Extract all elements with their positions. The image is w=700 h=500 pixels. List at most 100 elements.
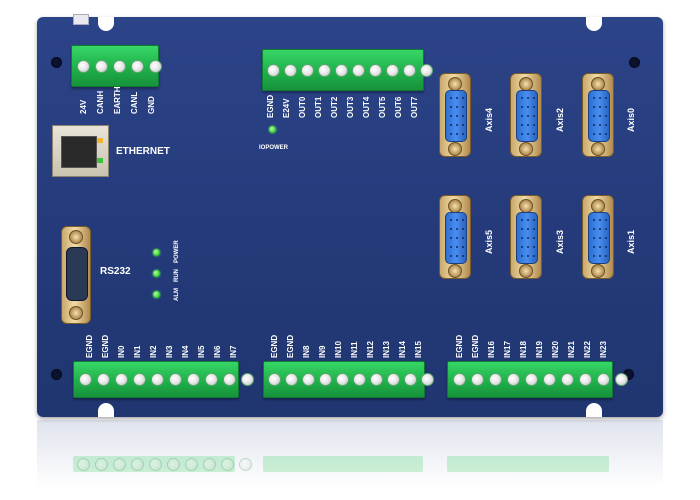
screw bbox=[95, 457, 108, 471]
pin-hole bbox=[462, 246, 464, 248]
screw bbox=[336, 373, 349, 386]
rs232-label: RS232 bbox=[100, 266, 131, 277]
screw bbox=[335, 63, 348, 77]
pin-hole bbox=[593, 237, 595, 239]
screw bbox=[187, 373, 200, 386]
axis0-connector[interactable] bbox=[582, 73, 614, 157]
pin-hole bbox=[533, 219, 535, 221]
screw bbox=[561, 373, 574, 386]
pin-hole bbox=[599, 219, 601, 221]
ethernet-port[interactable] bbox=[52, 125, 109, 177]
screw bbox=[471, 373, 484, 386]
pin-hole bbox=[599, 228, 601, 230]
in3-label-egnd-b: EGND bbox=[471, 334, 480, 358]
screw bbox=[268, 373, 281, 386]
screw bbox=[448, 77, 462, 91]
screw bbox=[149, 59, 162, 73]
in3-label-in20: IN20 bbox=[551, 341, 560, 358]
input-terminal-block-1[interactable] bbox=[73, 361, 254, 398]
pin-hole bbox=[599, 115, 601, 117]
in1-label-in6: IN6 bbox=[213, 345, 222, 358]
screw bbox=[223, 373, 236, 386]
screw bbox=[284, 63, 297, 77]
screw bbox=[591, 142, 605, 156]
screw bbox=[131, 457, 144, 471]
pin-hole bbox=[521, 115, 523, 117]
axis4-connector[interactable] bbox=[439, 73, 471, 157]
axis4-socket bbox=[445, 90, 467, 142]
in2-label-in11: IN11 bbox=[350, 341, 359, 358]
mount-hole bbox=[51, 369, 62, 380]
input-terminal-block-2[interactable] bbox=[263, 361, 434, 398]
screw bbox=[131, 59, 144, 73]
axis3-label: Axis3 bbox=[555, 229, 565, 254]
screw bbox=[113, 59, 126, 73]
pin-hole bbox=[599, 124, 601, 126]
screw bbox=[95, 59, 108, 73]
axis2-socket bbox=[516, 90, 538, 142]
screw bbox=[318, 63, 331, 77]
input-terminal-block-3[interactable] bbox=[447, 361, 628, 398]
in3-label-in23: IN23 bbox=[599, 341, 608, 358]
axis1-connector[interactable] bbox=[582, 195, 614, 279]
mount-hole bbox=[623, 369, 634, 380]
screw bbox=[185, 457, 198, 471]
iopower-led bbox=[269, 126, 276, 133]
axis3-connector[interactable] bbox=[510, 195, 542, 279]
in1-label-egnd-b: EGND bbox=[101, 334, 110, 358]
output-label-out7: OUT7 bbox=[410, 96, 419, 118]
pin-hole bbox=[533, 255, 535, 257]
pin-hole bbox=[462, 228, 464, 230]
output-label-out0: OUT0 bbox=[298, 96, 307, 118]
mount-hole bbox=[51, 57, 62, 68]
screw bbox=[353, 373, 366, 386]
screw bbox=[615, 373, 628, 386]
screw bbox=[285, 373, 298, 386]
pin-hole bbox=[462, 133, 464, 135]
pin-hole bbox=[605, 219, 607, 221]
screw bbox=[591, 199, 605, 213]
axis3-socket bbox=[516, 212, 538, 264]
ethernet-link-led bbox=[97, 138, 103, 143]
screw bbox=[149, 457, 162, 471]
pin-hole bbox=[456, 97, 458, 99]
pin-hole bbox=[533, 133, 535, 135]
power-label-canl: CANL bbox=[130, 91, 139, 114]
mount-ear bbox=[98, 17, 114, 31]
screw bbox=[453, 373, 466, 386]
axis5-connector[interactable] bbox=[439, 195, 471, 279]
in2-label-egnd-b: EGND bbox=[286, 334, 295, 358]
output-label-egnd: EGND bbox=[266, 94, 275, 118]
rs232-port[interactable] bbox=[61, 226, 91, 324]
pin-hole bbox=[527, 228, 529, 230]
output-label-out4: OUT4 bbox=[362, 96, 371, 118]
power-label-canh: CANH bbox=[96, 90, 105, 114]
pin-hole bbox=[456, 228, 458, 230]
screw bbox=[79, 373, 92, 386]
pin-hole bbox=[593, 228, 595, 230]
pin-hole bbox=[593, 246, 595, 248]
pin-hole bbox=[450, 124, 452, 126]
pin-hole bbox=[462, 124, 464, 126]
pin-hole bbox=[605, 237, 607, 239]
in3-label-egnd-a: EGND bbox=[455, 334, 464, 358]
pin-hole bbox=[450, 246, 452, 248]
screw bbox=[239, 457, 252, 471]
in1-label-in5: IN5 bbox=[197, 345, 206, 358]
alm-led-label: ALM bbox=[174, 288, 180, 301]
in3-label-in19: IN19 bbox=[535, 341, 544, 358]
screw bbox=[69, 306, 83, 320]
screw bbox=[267, 63, 280, 77]
screw bbox=[579, 373, 592, 386]
output-terminal-block[interactable] bbox=[262, 49, 433, 91]
screw bbox=[369, 63, 382, 77]
in1-label-in2: IN2 bbox=[149, 345, 158, 358]
screw bbox=[77, 457, 90, 471]
screw bbox=[69, 230, 83, 244]
pin-hole bbox=[450, 133, 452, 135]
screw bbox=[489, 373, 502, 386]
power-terminal-block[interactable] bbox=[71, 45, 162, 87]
axis2-connector[interactable] bbox=[510, 73, 542, 157]
pin-hole bbox=[456, 246, 458, 248]
screw bbox=[519, 77, 533, 91]
